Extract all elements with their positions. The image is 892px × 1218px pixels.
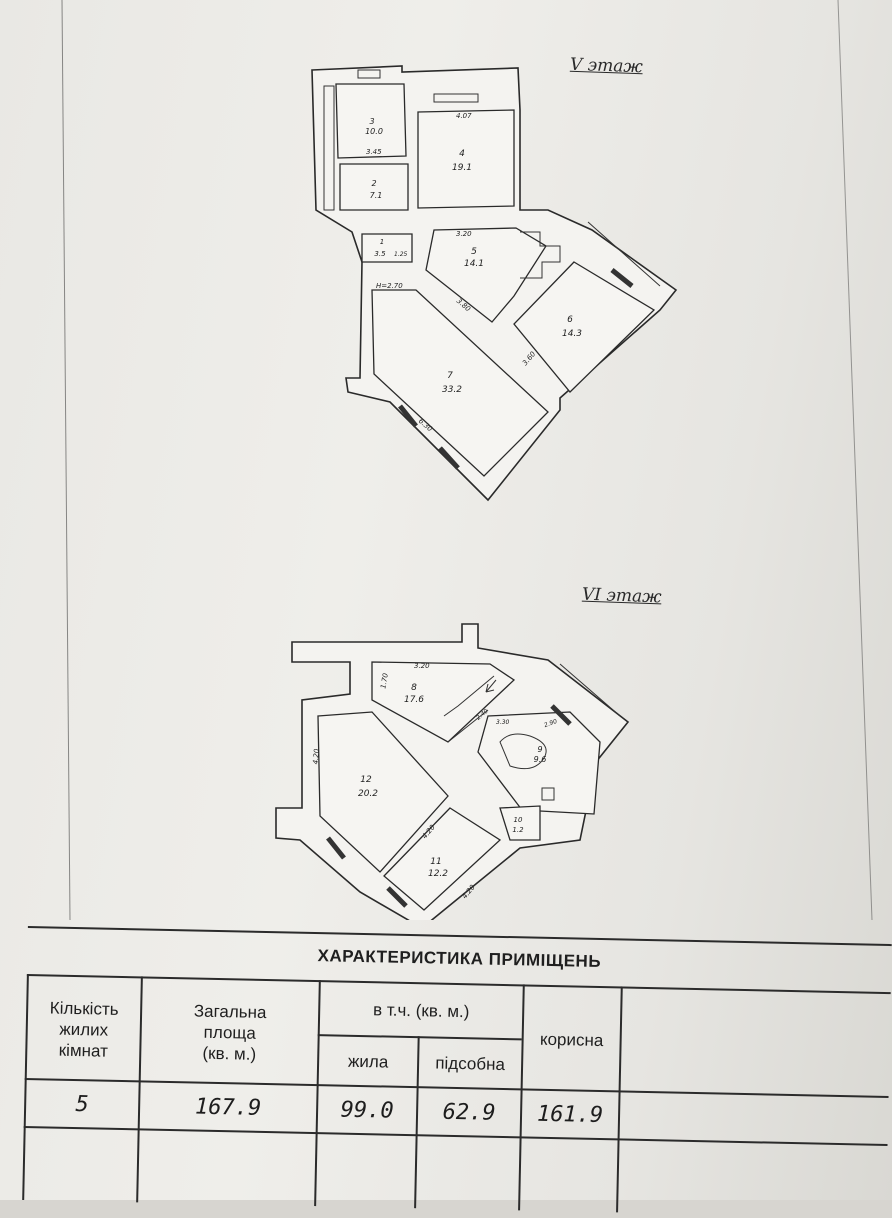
room-10-number: 10 [514,816,523,824]
room-9-number: 9 [537,745,542,754]
value-living-area: 99.0 [340,1097,394,1124]
room-10-area: 1.2 [512,826,524,834]
dim-3-20: 3.20 [456,230,472,238]
room-10 [499,805,541,841]
header-living-area: жила [347,1051,389,1072]
header-total-area: Загальна площа (кв. м.) [193,1000,267,1064]
room-9 [477,711,601,815]
room-7 [371,289,549,477]
room-2-number: 2 [371,179,376,188]
dim-4-20-left: 4.20 [312,748,321,765]
room-9-area: 9.6 [534,755,547,764]
room-8 [371,661,516,743]
upper-floor-label: V эmaж [569,54,644,78]
room-6 [513,261,656,393]
room-8-area: 17.6 [404,695,424,705]
room-5 [425,227,547,323]
value-useful-area: 161.9 [536,1101,604,1128]
room-4 [417,109,515,209]
room-1-number: 1 [380,238,384,246]
room-8-number: 8 [411,683,417,693]
header-useful-area: корисна [539,1029,604,1050]
dim-1-25: 1.25 [394,251,408,258]
value-auxiliary-area: 62.9 [442,1099,496,1126]
dim-2-90: 2.90 [543,718,558,729]
room-3-area: 10.0 [365,127,383,136]
dim-4-07: 4.07 [456,112,472,120]
upper-floor-plan: 3 10.0 4 19.1 2 7.1 1 3.5 5 14.1 6 14.3 … [311,65,678,502]
room-6-number: 6 [567,315,573,325]
dim-1-70: 1.70 [379,672,390,689]
room-11-area: 12.2 [428,869,448,879]
room-1-area: 3.5 [374,250,386,258]
room-1 [361,233,413,263]
room-5-area: 14.1 [464,259,484,269]
room-7-area: 33.2 [442,385,462,395]
premises-characteristics-table: ХАРАКТЕРИСТИКА ПРИМІЩЕНЬ Кількість жилих… [22,922,892,1218]
room-4-area: 19.1 [452,163,472,173]
room-3 [335,83,407,159]
dim-3-30: 3.30 [496,719,510,726]
room-12-area: 20.2 [358,789,378,799]
dim-ceiling-height: H=2.70 [376,282,403,290]
floor-plans: 3 10.0 4 19.1 2 7.1 1 3.5 5 14.1 6 14.3 … [61,0,873,920]
room-2-area: 7.1 [370,191,383,200]
dim-3-20-lower: 3.20 [414,662,430,670]
room-5-number: 5 [471,247,477,257]
table-title: ХАРАКТЕРИСТИКА ПРИМІЩЕНЬ [317,946,602,972]
header-living-rooms-count: Кількість жилих кімнат [49,997,119,1061]
room-11 [383,807,502,911]
room-6-area: 14.3 [562,329,582,339]
header-auxiliary-area: підсобна [435,1053,506,1074]
value-total-area: 167.9 [194,1094,262,1121]
room-12 [317,711,449,873]
lower-floor-plan: 8 17.6 9 9.6 10 1.2 11 12.2 12 20.2 3.20… [275,623,630,920]
lower-floor-label: VI эmaж [581,584,662,608]
room-7-number: 7 [447,371,453,381]
room-4-number: 4 [459,149,465,159]
room-2 [339,163,409,211]
room-3-number: 3 [369,117,374,126]
room-11-number: 11 [430,857,441,867]
header-including: в т.ч. (кв. м.) [372,999,470,1021]
room-12-number: 12 [360,775,372,785]
dim-3-45: 3.45 [366,148,382,156]
value-living-rooms-count: 5 [75,1091,90,1117]
